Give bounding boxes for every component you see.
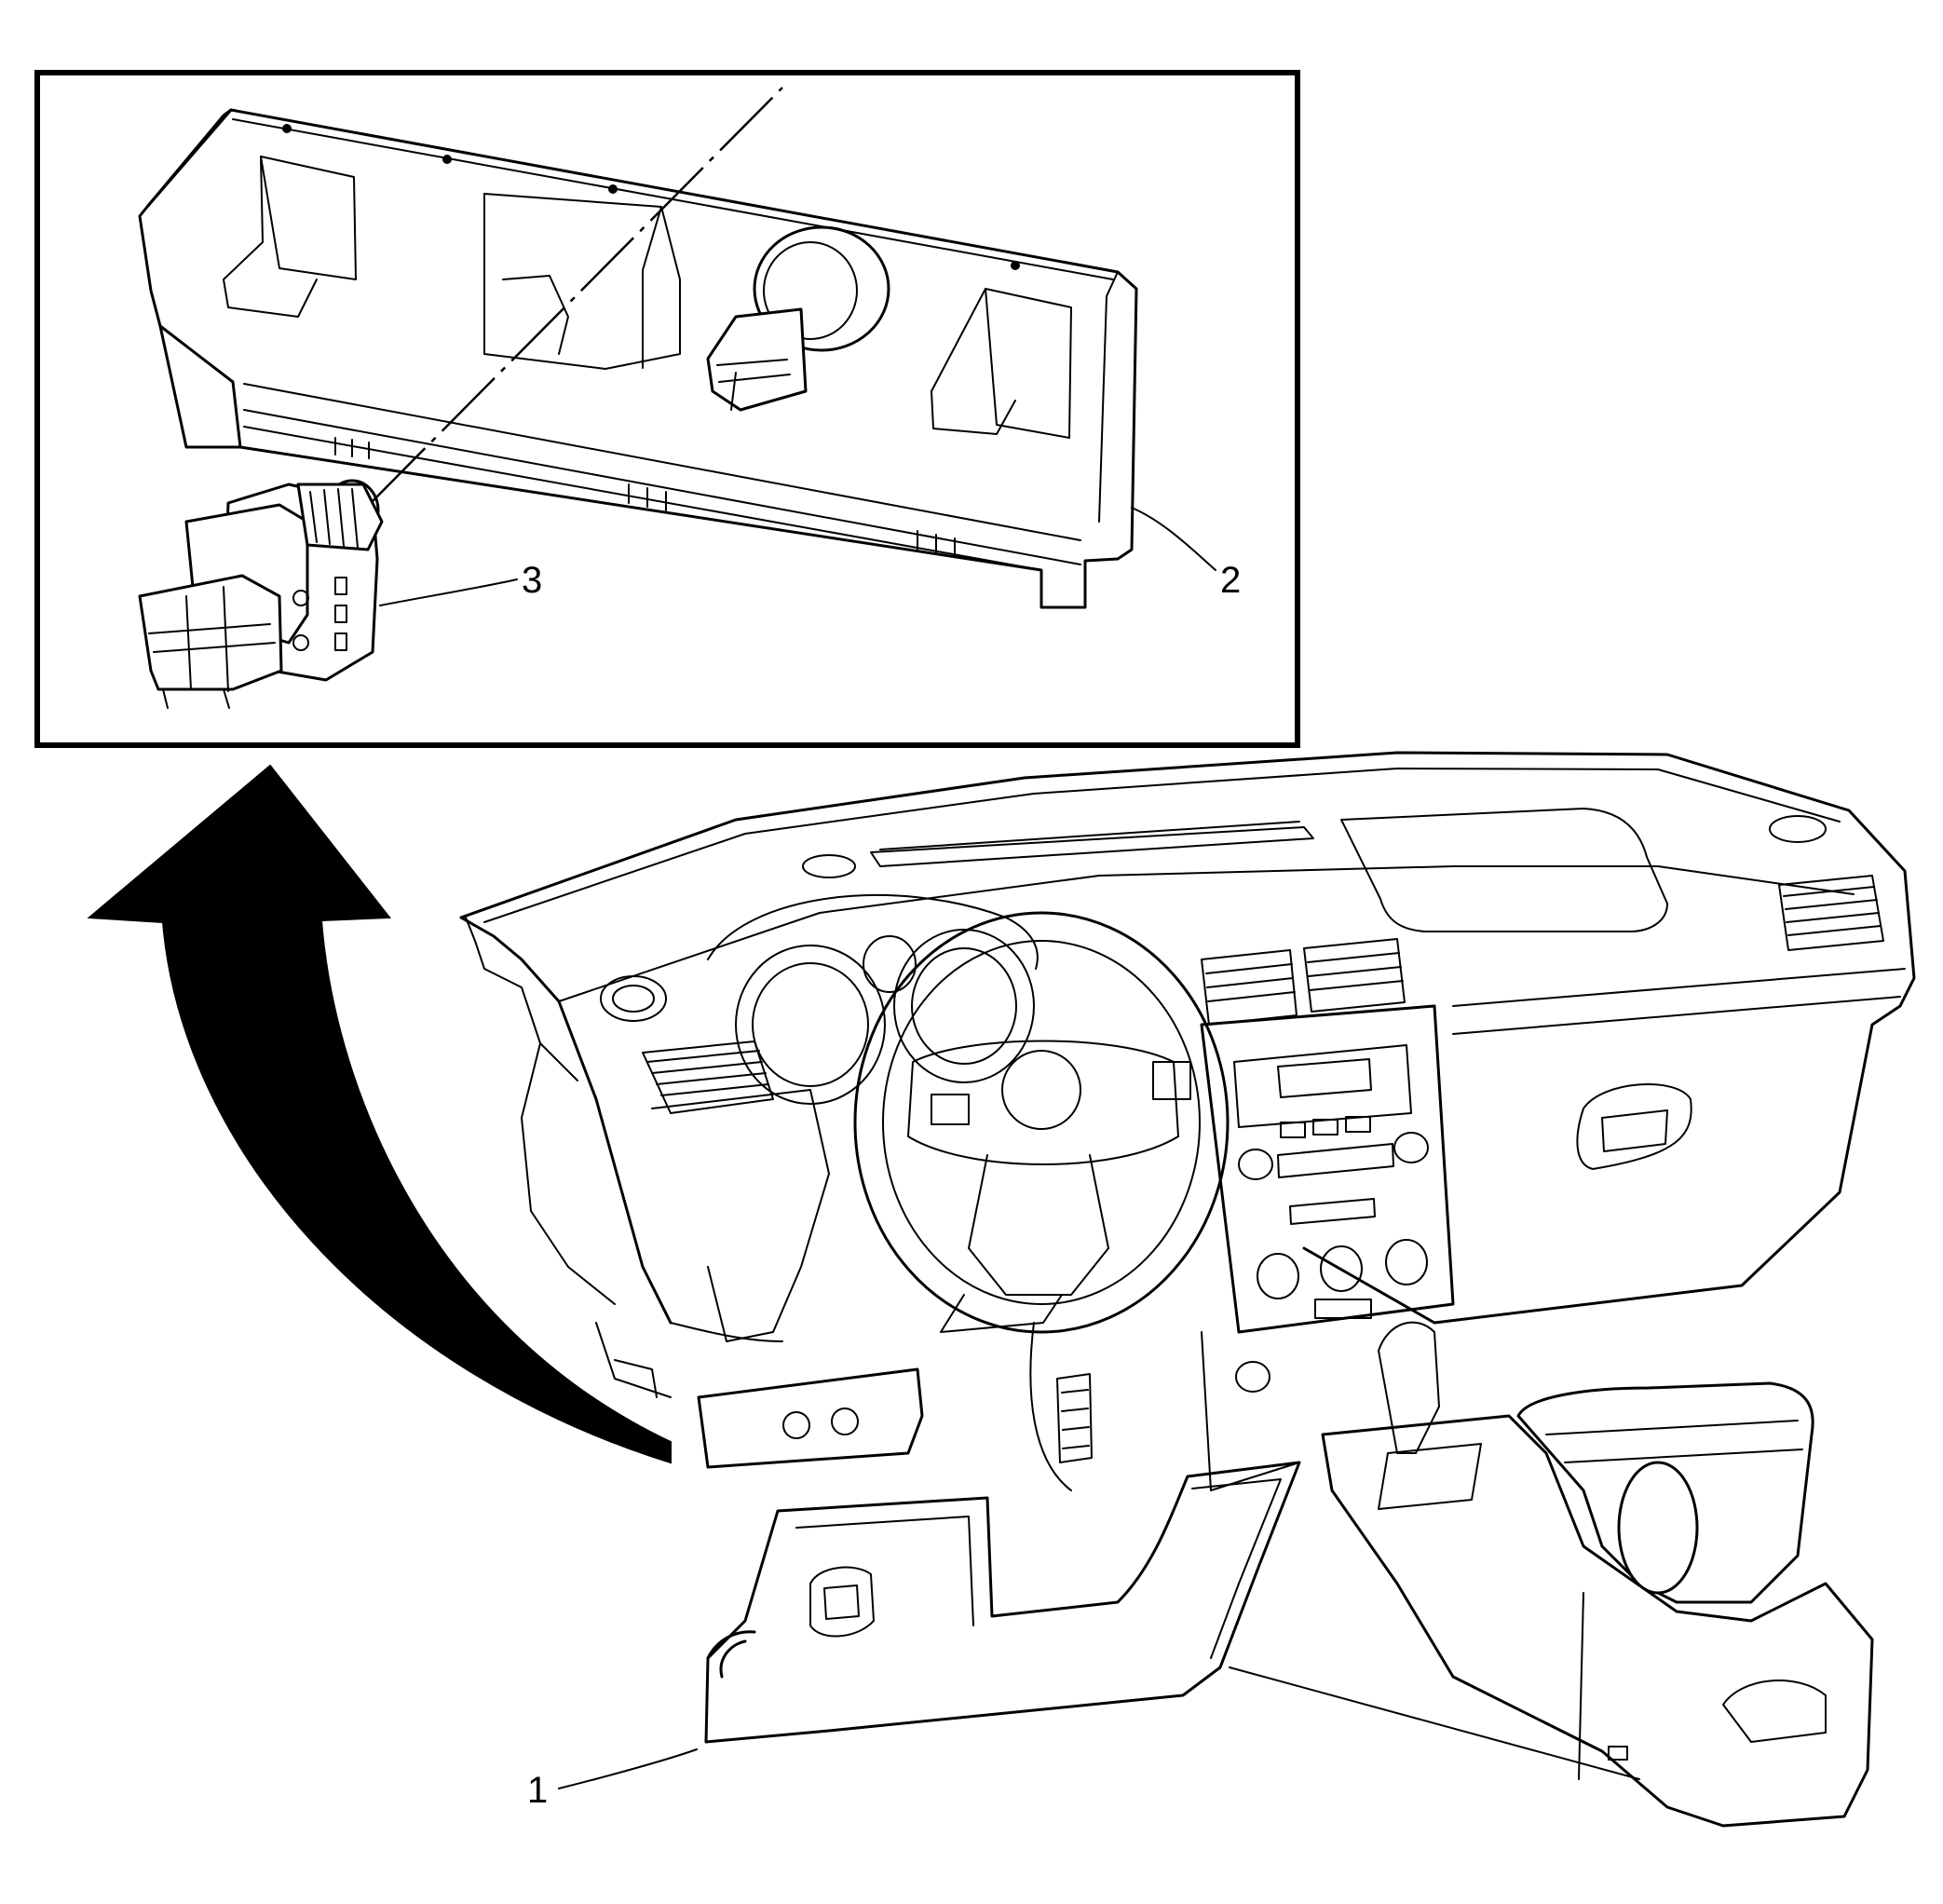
callout-1-leader (558, 1748, 698, 1789)
switch-assembly (138, 479, 384, 709)
callout-label-2: 2 (1220, 560, 1241, 601)
callout-3-leader (379, 578, 518, 606)
detail-inset: 2 3 (34, 70, 1300, 748)
callout-label-1: 1 (527, 1770, 548, 1811)
trim-panel (138, 108, 1138, 609)
instrument-panel (459, 751, 1916, 1828)
callout-2-leader (1131, 507, 1216, 571)
curved-arrow-icon (87, 764, 672, 1464)
callout-label-3: 3 (522, 560, 542, 601)
